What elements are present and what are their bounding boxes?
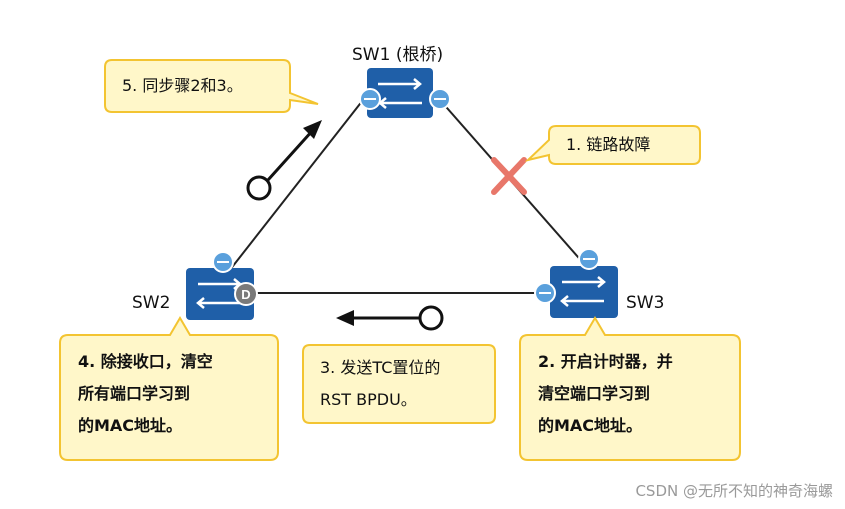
callout-step2-box [519,316,741,461]
bpdu-arrow-sw3-to-sw2 [336,305,444,331]
watermark: CSDN @无所不知的神奇海螺 [635,482,833,500]
callout-step3-text: 3. 发送TC置位的 RST BPDU。 [320,358,441,409]
sw3-label: SW3 [626,293,665,313]
callout-step4-box [59,316,279,461]
switch-sw1 [359,68,451,118]
sw2-port-discarding [234,282,258,306]
callout-step1-box [524,125,701,165]
callout-step1-text: 1. 链路故障 [566,135,651,154]
switch-sw2: D [186,251,258,320]
callout-step3-box [302,344,496,424]
switch-sw3 [534,248,618,318]
bpdu-arrow-sw2-to-sw1 [246,120,322,201]
sw2-port-badge: D [241,287,250,302]
sw1-label: SW1 (根桥) [352,45,444,65]
callout-step4-text: 4. 除接收口，清空 所有端口学习到 的MAC地址。 [78,352,213,435]
callout-step2-text: 2. 开启计时器，并 清空端口学习到 的MAC地址。 [538,352,673,435]
link-fault-x-icon [491,157,527,195]
callout-step5-text: 5. 同步骤2和3。 [122,76,243,95]
sw2-label: SW2 [132,293,171,313]
callout-step5-box [104,59,319,113]
link-sw1-sw2 [221,99,364,281]
